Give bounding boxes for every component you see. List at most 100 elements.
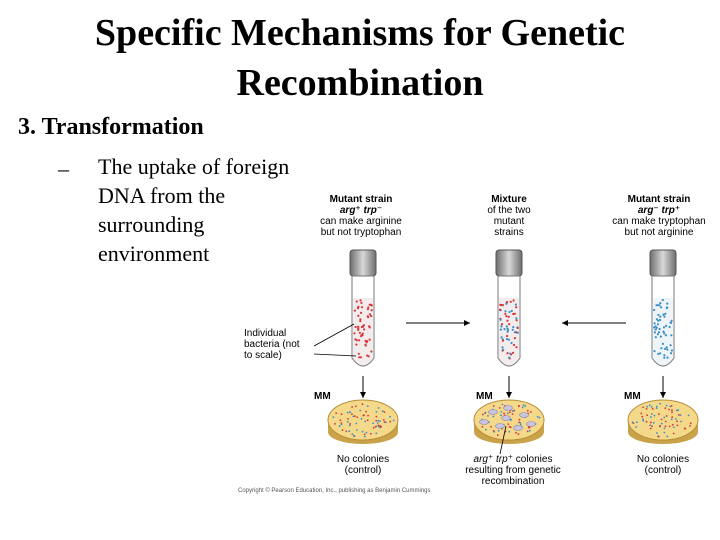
bacterium (368, 313, 371, 316)
bacterium (676, 424, 679, 427)
colony (479, 419, 489, 425)
colony (526, 421, 536, 427)
mixture-label: Mixture of the two mutant strains (464, 194, 554, 238)
bacterium (653, 414, 656, 417)
mm-label-left: MM (314, 391, 331, 402)
colony (501, 415, 511, 421)
bacterium (666, 348, 669, 351)
bacterium (349, 411, 351, 413)
bacterium (366, 405, 369, 407)
bacterium (501, 304, 504, 307)
bacterium (649, 421, 652, 424)
bacterium (528, 429, 531, 432)
bacterium (670, 349, 673, 352)
tube-middle (495, 249, 523, 367)
bacterium (360, 417, 363, 420)
bacterium (496, 434, 499, 436)
bacterium (359, 320, 362, 323)
colony (495, 423, 505, 429)
bacterium (353, 309, 356, 312)
bacterium (361, 403, 364, 406)
bacterium (335, 412, 338, 414)
bacterium (504, 310, 507, 313)
recombinant-colonies (479, 405, 536, 431)
bacterium (381, 410, 384, 413)
bacterium (650, 406, 653, 408)
bacterium (500, 336, 503, 339)
bacterium (524, 405, 527, 407)
pointer-line (499, 425, 507, 455)
bacterium (656, 432, 658, 434)
bacterium (349, 423, 351, 425)
tube-right (649, 249, 677, 367)
bacterium (508, 426, 511, 428)
bacterium (367, 414, 369, 417)
bacterium (492, 430, 495, 432)
bacterium (642, 419, 645, 422)
bacterium (360, 306, 364, 309)
bacterium (651, 407, 654, 410)
bacterium (385, 421, 387, 424)
bacterium (518, 421, 520, 424)
bacterium (361, 430, 364, 433)
bacterium (372, 426, 375, 429)
left-strain-label: Mutant strain arg⁺ trp⁻ can make arginin… (296, 194, 426, 238)
bacterium (341, 429, 344, 431)
bacterium (365, 431, 368, 434)
bacterium (664, 312, 667, 315)
bacterium (338, 425, 341, 428)
bacteria-note-line: to scale) (244, 350, 282, 361)
bacterium (668, 325, 671, 329)
bacterium (498, 308, 502, 311)
bacterium (505, 301, 509, 304)
bacterium (645, 420, 648, 423)
bacterium (392, 419, 395, 422)
bacterium (360, 311, 363, 314)
bacterium (366, 419, 369, 422)
bacterium (364, 420, 367, 423)
bacterium (340, 422, 343, 424)
bacterium (666, 356, 669, 359)
bacterium (653, 308, 656, 312)
right-strain-title: Mutant strain (627, 194, 691, 205)
bacterium (512, 312, 515, 316)
bullet-text: The uptake of foreign DNA from the surro… (98, 152, 313, 268)
bacterium (352, 415, 355, 418)
bacterium (659, 306, 663, 309)
bacterium (511, 328, 514, 331)
left-strain-title: Mutant strain (329, 194, 393, 205)
bacterium (670, 352, 673, 355)
bacterium (511, 413, 514, 415)
left-result-label: No colonies (control) (318, 454, 408, 476)
bacterium (351, 406, 353, 408)
bacterium (663, 354, 666, 357)
bacterium (642, 418, 644, 421)
bacterium (515, 431, 517, 434)
bacterium (689, 425, 691, 427)
bacterium (515, 319, 518, 322)
bacterium (340, 423, 343, 426)
bacterium (359, 409, 362, 412)
title-line-2: Recombination (236, 62, 484, 104)
bacterium (506, 329, 510, 332)
mm-label-right: MM (624, 391, 641, 402)
bacterium (356, 307, 360, 310)
bacterium (649, 427, 652, 430)
mixture-title: Mixture (491, 194, 527, 205)
bacterium (659, 315, 662, 318)
left-result-line: (control) (344, 465, 382, 476)
middle-result-label: arg⁺ trp⁺ colonies resulting from geneti… (452, 454, 574, 487)
mixture-desc: of the two (487, 205, 531, 216)
bacterium (506, 412, 509, 415)
bacterium (357, 328, 360, 331)
bacterium (506, 334, 509, 338)
tube-bacteria (353, 298, 673, 360)
bacterium (658, 425, 661, 428)
bacterium (659, 302, 662, 305)
transformation-figure: Mutant strain arg⁺ trp⁻ can make arginin… (238, 186, 720, 506)
bacterium (664, 407, 667, 409)
bacterium (660, 347, 663, 350)
bacterium (640, 412, 643, 415)
bacterium (642, 406, 645, 409)
bacterium (517, 433, 520, 436)
